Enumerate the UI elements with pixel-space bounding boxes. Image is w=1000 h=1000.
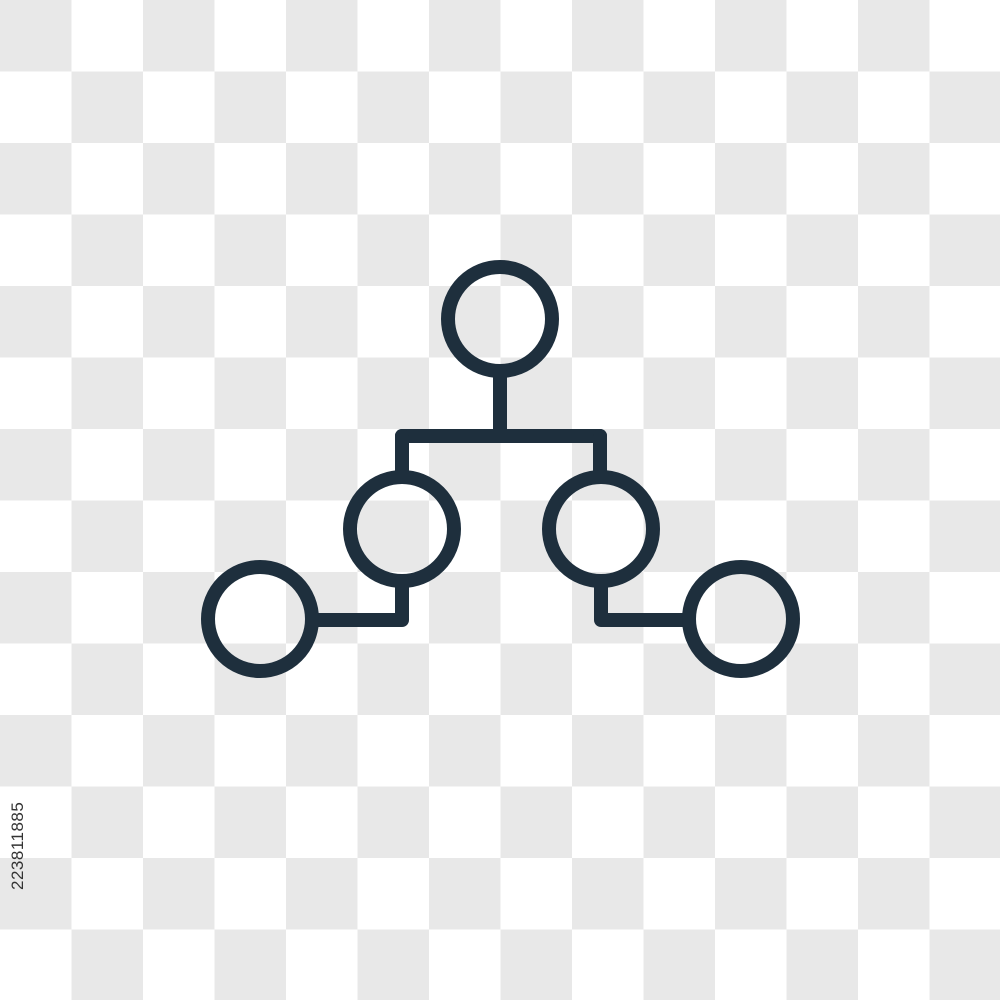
mid-right-node-circle <box>542 470 660 588</box>
bottom-right-node-circle <box>682 560 800 678</box>
left-lower-connector <box>306 574 409 627</box>
mid-left-node-circle <box>343 470 461 588</box>
root-node-circle <box>441 260 559 378</box>
right-lower-connector <box>594 574 696 627</box>
bottom-left-node-circle <box>201 560 319 678</box>
stock-id-label: 223811885 <box>8 801 27 891</box>
